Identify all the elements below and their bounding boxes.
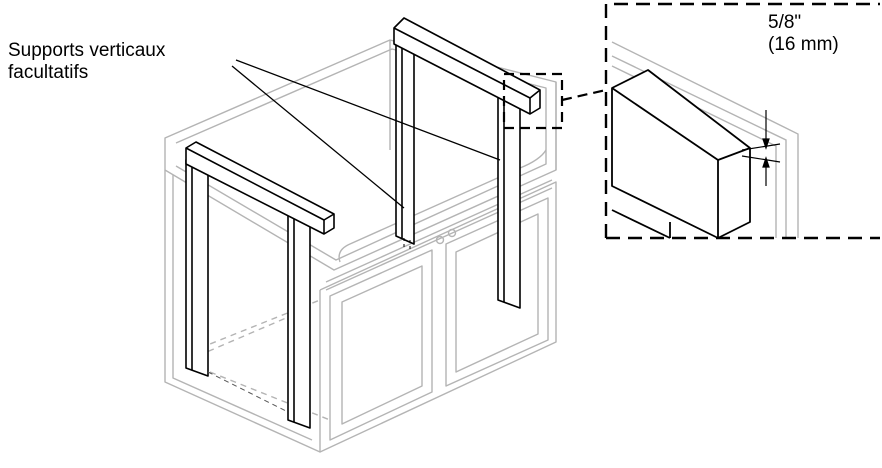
right-door xyxy=(445,197,549,387)
left-frame-beam xyxy=(185,141,335,235)
callout-label: Supports verticaux facultatifs xyxy=(8,40,165,84)
dimension-arrow-top xyxy=(762,138,770,150)
dimension-arrow-bottom xyxy=(762,156,770,168)
dimension-marker xyxy=(741,110,781,186)
center-support-frame xyxy=(393,17,541,309)
left-frame-leg-back xyxy=(287,209,311,429)
dimension-imperial: 5/8" xyxy=(768,12,802,33)
callout-leaders xyxy=(231,59,501,209)
dimension-metric: (16 mm) xyxy=(768,34,839,55)
cabinet-front xyxy=(319,181,557,453)
dimension-label: 5/8" (16 mm) xyxy=(768,12,839,56)
cabinet-left-side-inner xyxy=(172,175,313,441)
callout-line-1: Supports verticaux xyxy=(8,40,166,61)
hidden-floor-lines xyxy=(187,299,331,421)
left-door xyxy=(329,249,433,441)
left-door-knob xyxy=(435,235,445,245)
detail-marker-box xyxy=(502,72,564,130)
detail-connector-line xyxy=(561,88,607,102)
sink-rim xyxy=(338,149,547,263)
detail-beam xyxy=(611,69,751,239)
left-support-frame xyxy=(185,141,335,429)
left-frame-leg-front xyxy=(185,159,209,377)
leader-line-to-right-support xyxy=(235,59,501,161)
callout-line-2: facultatifs xyxy=(8,62,89,83)
center-frame-leg-right xyxy=(497,91,521,309)
center-frame-leg-left xyxy=(395,31,415,245)
right-door-knob xyxy=(447,228,457,238)
detail-view xyxy=(604,2,880,240)
leader-line-to-center-support xyxy=(231,65,405,209)
cabinet-left-side xyxy=(164,170,321,453)
cabinet-back-edge xyxy=(389,40,557,170)
detail-frame-border xyxy=(604,2,880,240)
